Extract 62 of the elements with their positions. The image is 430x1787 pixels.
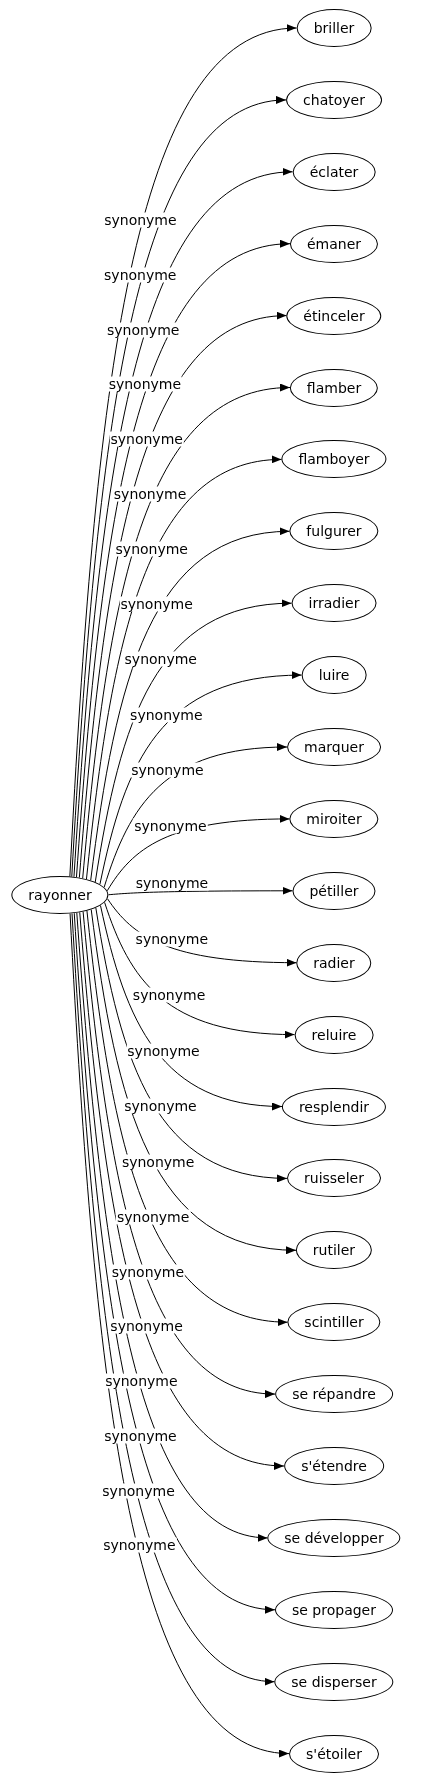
word-ellipse: se développer [267,1518,401,1557]
word-ellipse: émaner [289,224,379,263]
word-ellipse: flamber [289,368,379,407]
edge-label: synonyme [107,376,183,392]
edge-label: synonyme [123,1098,198,1114]
word-ellipse: se propager [275,1590,393,1629]
word-ellipse: luire [301,656,367,695]
edge-label: synonyme [102,1537,177,1553]
word-ellipse: s'étoiler [289,1734,379,1773]
word-ellipse: resplendir [281,1087,387,1126]
word-ellipse: reluire [294,1015,374,1054]
edge-label: synonyme [103,1428,178,1444]
edge-label: synonyme [123,651,198,667]
arrow [94,599,292,883]
arrow [90,528,290,881]
arrow [85,456,282,880]
word-ellipse: fulgurer [289,512,379,551]
word-ellipse: flamboyer [281,440,387,479]
word-ellipse: se disperser [274,1662,394,1701]
arrow [95,907,288,1182]
edge-label: synonyme [115,1209,191,1225]
edge-label: synonyme [114,541,189,557]
arrow [76,912,268,1541]
edge-label: synonyme [109,1319,184,1334]
word-ellipse: miroiter [289,799,379,838]
edge-label: synonyme [103,212,178,228]
arrow [82,911,276,1397]
arrow [82,384,291,879]
word-ellipse: scintiller [287,1303,381,1342]
edge-label: synonyme [120,1154,196,1170]
word-ellipse: chatoyer [286,80,382,119]
arrow [86,910,288,1326]
word-ellipse: éclater [292,152,376,191]
word-ellipse: irradier [291,584,377,623]
word-ellipse: radier [296,943,372,982]
arrow [69,913,290,1756]
edge-label: synonyme [110,1264,186,1280]
edge-label: synonyme [130,762,205,778]
arrow [99,671,302,885]
word-ellipse: pétiller [292,871,376,910]
word-ellipse: se répandre [275,1375,393,1414]
arrow [104,901,295,1039]
arrow [99,904,283,1110]
word-ellipse: s'étendre [284,1447,384,1485]
arrow [90,909,297,1254]
edge-label: synonyme [134,931,210,947]
word-ellipse: ruisseler [287,1159,381,1198]
edge-label: synonyme [105,322,181,338]
word-ellipse: marquer [287,728,381,766]
edge-label: synonyme [129,707,204,723]
edge-label: synonyme [101,1483,176,1499]
edge-label: synonyme [104,1373,179,1389]
word-ellipse: rayonner [11,876,109,914]
word-ellipse: étinceler [286,296,382,335]
arrow [108,886,293,896]
edge-label: synonyme [119,596,194,612]
edge-label: synonyme [103,267,178,283]
edge-label: synonyme [109,431,184,447]
edge-label: synonyme [112,486,188,502]
word-ellipse: briller [296,9,372,47]
edge-label: synonyme [126,1043,201,1059]
word-ellipse: rutiler [295,1231,373,1270]
